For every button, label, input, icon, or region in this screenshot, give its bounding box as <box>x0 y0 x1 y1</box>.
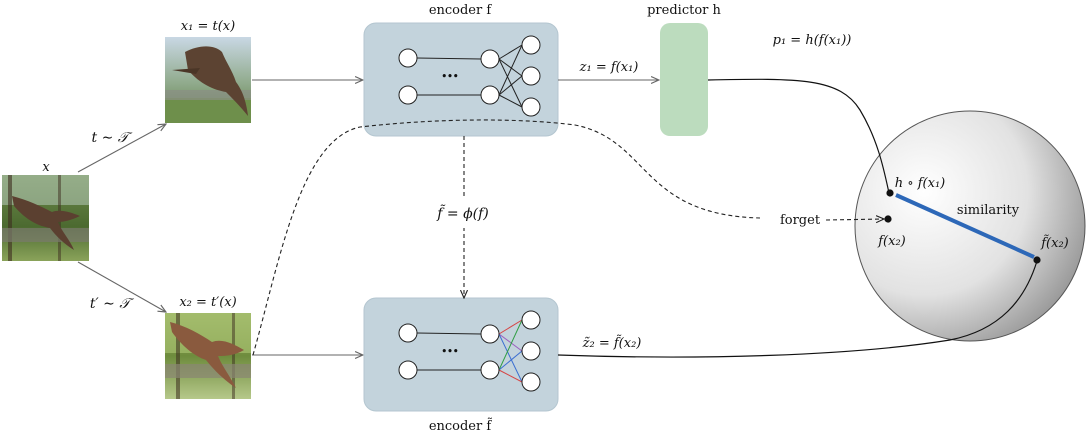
similarity-sphere <box>854 110 1086 342</box>
label-forget: forget <box>780 213 821 228</box>
label-ftilde-phi: f̃ = ϕ(f) <box>436 204 488 222</box>
point-ftilde-x2 <box>1033 256 1041 264</box>
label-x2: x₂ = t′(x) <box>179 295 236 310</box>
encoder-f-nodes <box>398 35 541 117</box>
label-z2: z̃₂ = f̃(x₂) <box>582 334 642 351</box>
predictor-h-box <box>660 23 708 136</box>
encoder-ftilde-ellipsis: ••• <box>441 347 458 357</box>
label-t-sample: t ∼ 𝒯 <box>92 130 133 146</box>
label-encoder-ftilde: encoder f̃ <box>429 417 493 434</box>
input-image-x <box>2 175 89 261</box>
label-hf-x1: h ∘ f(x₁) <box>895 176 946 191</box>
encoder-f-network <box>416 44 523 108</box>
augmented-image-x2 <box>165 313 251 399</box>
label-f-x2: f(x₂) <box>877 234 906 249</box>
augmented-image-x1 <box>165 37 251 123</box>
label-similarity: similarity <box>957 203 1020 218</box>
encoder-ftilde-nodes <box>398 310 541 392</box>
arrow-x-to-x2 <box>77 261 166 312</box>
label-x: x <box>42 160 50 175</box>
label-encoder-f: encoder f <box>429 3 493 18</box>
label-tprime-sample: t′ ∼ 𝒯 <box>90 296 134 312</box>
curve-ftilde-to-point <box>557 260 1038 358</box>
curve-forget-dashed <box>252 119 761 356</box>
label-p1: p₁ = h(f(x₁)) <box>773 33 852 48</box>
curve-predictor-to-hf <box>707 78 890 194</box>
label-z1: z₁ = f(x₁) <box>579 60 639 75</box>
point-f-x2 <box>884 215 892 223</box>
label-ftilde-x2: f̃(x₂) <box>1040 234 1069 251</box>
similarity-line <box>895 193 1035 259</box>
point-hf-x1 <box>886 189 894 197</box>
arrow-forget-to-fx2 <box>825 219 884 220</box>
arrow-x-to-x1 <box>77 124 166 173</box>
encoder-f-ellipsis: ••• <box>441 72 458 82</box>
label-predictor: predictor h <box>647 3 721 18</box>
label-x1: x₁ = t(x) <box>181 19 235 34</box>
encoder-ftilde-network <box>416 319 523 383</box>
